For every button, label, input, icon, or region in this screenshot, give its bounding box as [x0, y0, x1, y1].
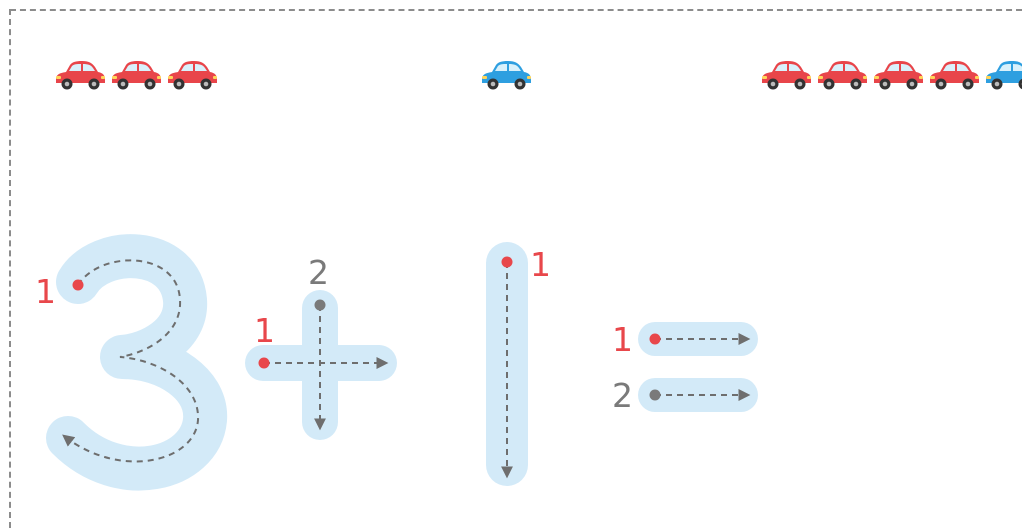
digit-three-shape: [46, 234, 228, 491]
digit-three-trace: 1: [35, 234, 228, 491]
car-icon: [168, 61, 217, 90]
plus-vertical-start-dot: [314, 299, 326, 311]
equals-trace: 1 2: [612, 320, 758, 415]
car-icon: [986, 61, 1022, 90]
car-group-right: [758, 58, 1022, 92]
plus-horizontal-step-label: 1: [254, 311, 275, 350]
car-icon: [818, 61, 867, 90]
digit-one-start-dot: [501, 256, 513, 268]
plus-vertical-step-label: 2: [308, 253, 329, 292]
equals-top-bar: [638, 322, 758, 356]
car-icon: [874, 61, 923, 90]
digit-three-start-dot: [72, 279, 84, 291]
digit-one-step-label: 1: [530, 245, 551, 284]
car-icon: [930, 61, 979, 90]
car-icon: [112, 61, 161, 90]
car-icon: [56, 61, 105, 90]
equals-top-step-label: 1: [612, 320, 633, 359]
equals-bottom-start-dot: [649, 389, 661, 401]
digit-three-guide: [62, 259, 200, 463]
digit-three-step-label: 1: [35, 272, 56, 311]
car-group-left: [52, 58, 220, 92]
digit-one-trace: 1: [486, 242, 551, 486]
car-icon: [762, 61, 811, 90]
car-group-center: [478, 58, 534, 92]
dashed-border-left: [9, 9, 11, 528]
dashed-border-top: [10, 9, 1022, 11]
equals-top-start-dot: [649, 333, 661, 345]
plus-trace: 1 2: [245, 253, 397, 440]
plus-horizontal-start-dot: [258, 357, 270, 369]
car-icon: [482, 61, 531, 90]
equals-bottom-step-label: 2: [612, 376, 633, 415]
equals-bottom-bar: [638, 378, 758, 412]
